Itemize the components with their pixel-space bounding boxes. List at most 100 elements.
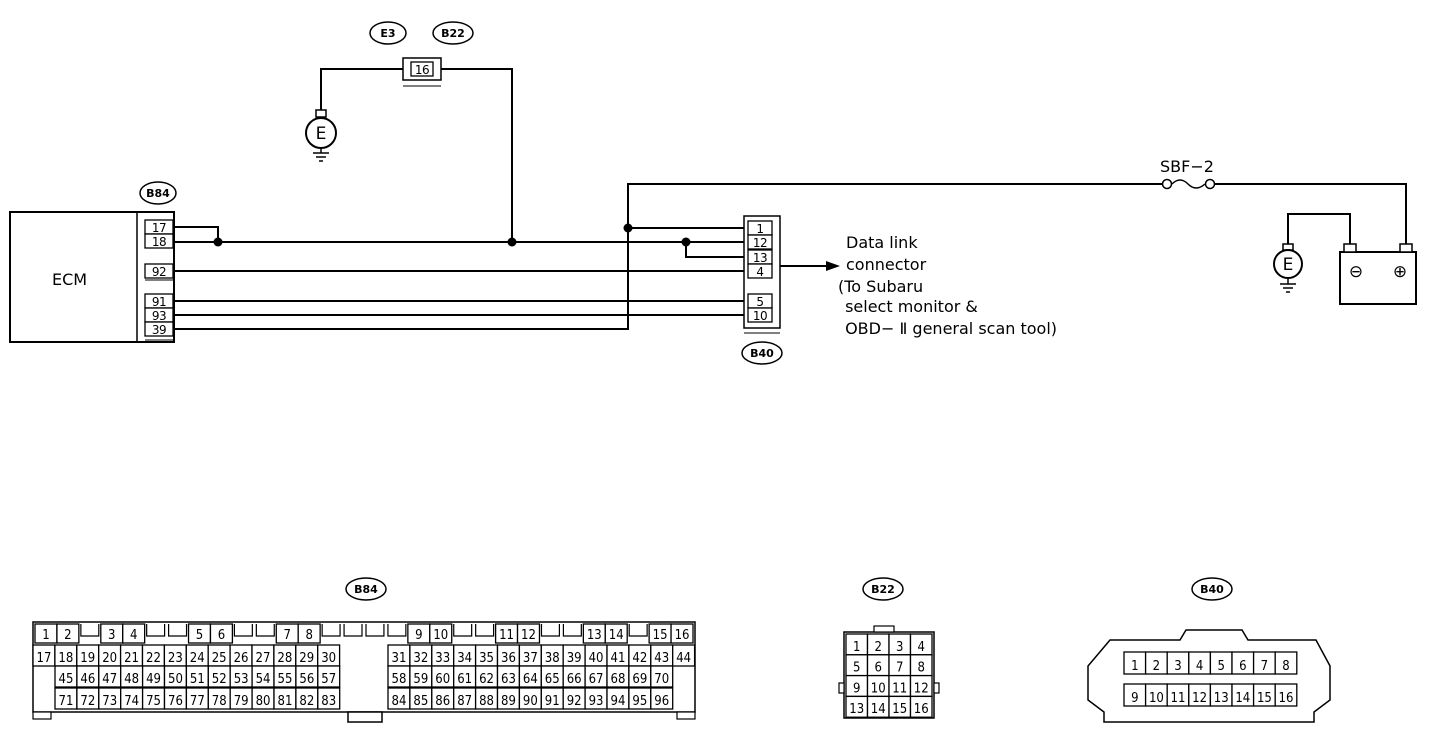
b84-pin-15: 15 [648,623,672,644]
b22-pin-8: 8 [909,654,933,677]
svg-text:10: 10 [433,628,448,643]
b84-pin-2: 2 [56,623,80,644]
fuse-label: SBF−2 [1160,157,1214,176]
b84-pin-8: 8 [297,623,321,644]
b84-pin-63: 63 [496,665,521,688]
battery: ⊖ ⊕ [1339,243,1417,305]
svg-text:14: 14 [609,628,624,643]
svg-text:2: 2 [1153,659,1160,674]
b84-pin-73: 73 [98,687,122,710]
b84-pin-83: 83 [317,687,341,710]
svg-text:77: 77 [190,694,205,709]
svg-text:11: 11 [499,628,514,643]
b84-pin-42: 42 [628,644,652,667]
svg-text:80: 80 [256,694,271,709]
svg-text:5: 5 [196,628,203,643]
svg-text:74: 74 [124,694,139,709]
svg-text:34: 34 [457,651,472,666]
svg-text:15: 15 [892,702,907,717]
b84-pin-4: 4 [122,623,146,644]
svg-text:6: 6 [875,661,882,676]
b84-pin-58: 58 [387,665,411,688]
e3-tag-text: E3 [380,27,395,40]
b84-pin-80: 80 [251,687,275,710]
dlc-line-4: select monitor & [840,297,978,316]
svg-text:3: 3 [896,640,903,655]
b84-pin-21: 21 [119,644,144,667]
b84-pin-31: 31 [387,644,411,667]
svg-text:12: 12 [521,628,536,643]
svg-text:81: 81 [278,694,293,709]
b84-pin-5: 5 [187,623,212,644]
b84-pin-13: 13 [582,623,606,644]
svg-text:19: 19 [80,651,95,666]
b84-pin-6: 6 [209,623,234,644]
svg-text:46: 46 [80,672,95,687]
b40-pinout-tag: B40 [1200,583,1224,596]
b84-pin-35: 35 [474,644,499,667]
svg-text:63: 63 [501,672,516,687]
svg-text:31: 31 [392,651,407,666]
b84-pin-45: 45 [54,665,78,688]
ground-e-text: E [316,124,327,144]
b22-pin-2: 2 [866,633,890,656]
b84-pin-25: 25 [207,644,231,667]
b22-pin-11: 11 [888,674,912,698]
b40-pin-11: 11 [1166,683,1190,707]
svg-text:67: 67 [589,672,604,687]
b84-pin-40: 40 [584,644,608,667]
svg-text:70: 70 [654,672,669,687]
b84-pin-49: 49 [141,665,166,688]
b84-pin-33: 33 [431,644,455,667]
b84-pinout-tag: B84 [354,583,378,596]
svg-text:26: 26 [234,651,249,666]
svg-text:35: 35 [479,651,494,666]
svg-text:1: 1 [853,640,860,655]
b84-keyway [562,624,582,637]
ground-symbol-ecm: E [305,68,403,162]
b84-pin-59: 59 [409,665,433,688]
svg-text:17: 17 [37,651,52,666]
b84-pin-74: 74 [120,687,144,710]
b40-pin-1: 1 [1123,651,1147,675]
svg-text:5: 5 [853,661,860,676]
b22-pin-16: 16 [909,695,933,718]
svg-text:14: 14 [1235,691,1250,706]
svg-text:24: 24 [190,651,205,666]
b84-pin-19: 19 [76,644,100,667]
svg-text:59: 59 [413,672,428,687]
svg-text:13: 13 [587,628,602,643]
arrow-icon [826,261,840,271]
b84-pin-88: 88 [474,687,499,710]
b22-pin-4: 4 [909,633,933,656]
b84-pin-85: 85 [409,687,433,710]
svg-text:1: 1 [42,628,49,643]
b84-connector-tag: B84 [139,181,177,205]
b40-pin-12: 12 [1188,683,1212,707]
b84-pin-51: 51 [185,665,209,688]
b40-connector-tag: B40 [741,341,783,365]
b84-pin-7: 7 [275,623,299,644]
b84-pin-39: 39 [562,644,586,667]
b84-pin-56: 56 [295,665,319,688]
b84-pin-44: 44 [672,644,696,667]
svg-text:21: 21 [124,651,139,666]
svg-text:13: 13 [849,702,864,717]
b84-pin-78: 78 [207,687,231,710]
svg-text:82: 82 [299,694,314,709]
svg-text:45: 45 [59,672,74,687]
svg-text:51: 51 [190,672,205,687]
b84-pin-50: 50 [163,665,188,688]
b22-pin-6: 6 [866,654,890,677]
b84-pin-52: 52 [207,665,231,688]
svg-text:8: 8 [918,661,925,676]
e3-connector-tag: E3 [369,21,407,45]
svg-text:68: 68 [611,672,626,687]
b84-pin-84: 84 [387,687,411,710]
b40-tag-text: B40 [750,347,774,360]
